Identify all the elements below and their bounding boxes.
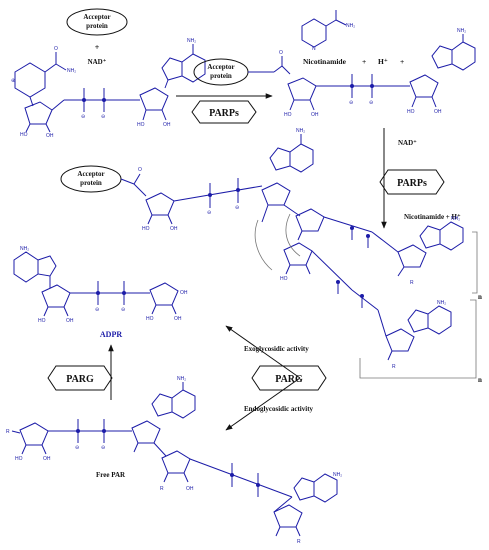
atom-o-minus: ⊖ [349,100,353,106]
acceptor-label-line2: protein [210,72,232,80]
atom-nh2: NH₂ [346,23,355,29]
atom-r: R [6,429,10,435]
acceptor-label-line1: Acceptor [83,13,110,21]
atom-o: O [54,46,58,52]
atom-oh: OH [163,122,171,128]
atom-r: R [392,364,396,370]
free-par-molecule: R HO OH ⊖ ⊖ NH₂ R OH NH₂ R [6,376,342,545]
exoglycosidic-label: Exoglycosidic activity [244,345,309,353]
atom-nh2: NH₂ [296,128,305,134]
atom-o-minus: ⊖ [369,100,373,106]
atom-nh2: NH₂ [187,38,196,44]
ribose-top-right: HO OH [407,74,442,115]
parps-reaction-2: NAD⁺ PARPs Nicotinamide + H⁺ [379,128,461,229]
atom-ho: HO [407,109,415,115]
nicotinamide-product: NH₂ N [301,10,355,52]
atom-ho: HO [142,226,150,232]
atom-ho: HO [137,122,145,128]
par-branch: HO NH₂ R [280,242,452,370]
atom-ho: HO [38,318,46,324]
nad-plus-label-2: NAD⁺ [398,139,417,147]
atom-oh: OH [66,318,74,324]
parps-reaction-1: Acceptor protein PARPs [176,58,273,124]
diphosphate-nad: ⊖ ⊖ [64,88,140,120]
ribose-nad-left: HO OH [20,99,65,139]
free-par-label: Free PAR [96,471,126,479]
plus-sign-2: + [362,57,366,66]
atom-n: N [312,46,316,52]
atom-nh2: NH₂ [20,246,29,252]
nicotinamide-h-label: Nicotinamide + H⁺ [404,213,461,221]
atom-oh: OH [434,109,442,115]
n-brackets: n n [254,213,482,384]
acceptor-protein-middle: Acceptor protein O [60,165,147,197]
endoglycosidic-label: Endoglycosidic activity [244,405,314,413]
nad-label: NAD⁺ [88,58,107,66]
atom-ho: HO [284,112,292,118]
parps-label-2: PARPs [397,178,427,189]
atom-ho: HO [15,456,23,462]
diphosphate-top: ⊖ ⊖ [330,74,410,106]
parg-label-left: PARG [66,374,94,385]
atom-r: R [297,539,301,545]
atom-ho: HO [20,132,28,138]
acceptor-label-line2: protein [86,22,108,30]
ribose-adpr-top: HO OH [284,77,330,118]
atom-oh: OH [174,316,182,322]
atom-o: O [279,50,283,56]
atom-oh: OH [170,226,178,232]
subscript-n-1: n [478,293,482,301]
plus-sign-1: + [95,43,100,52]
atom-oh: OH [311,112,319,118]
atom-oh: OH [186,486,194,492]
parg-reaction-center: PARG Exoglycosidic activity Endoglycosid… [225,325,327,431]
adpr-molecule: NH₂ HO OH ⊖ ⊖ HO OH OH [13,246,188,324]
atom-o-minus: ⊖ [207,210,211,216]
nicotinamide-ring-nad: O NH₂ ⊕ [11,46,76,107]
ribose-nad-right: HO OH [137,87,171,128]
atom-ho: HO [146,316,154,322]
atom-o-minus: ⊖ [75,445,79,451]
parg-reaction-left: PARG [47,344,114,400]
subscript-n-2: n [478,376,482,384]
atom-o-minus: ⊖ [235,205,239,211]
atom-o-minus: ⊖ [121,307,125,313]
plus-sign-3: + [400,57,404,66]
h-plus-label: H⁺ [378,57,388,66]
atom-r: R [410,280,414,286]
adenine-top-right: NH₂ [431,28,476,71]
atom-o-minus: ⊖ [81,114,85,120]
atom-nh2: NH₂ [437,300,446,306]
atom-r: R [160,486,164,492]
atom-nh2: NH₂ [457,28,466,34]
parg-label-center: PARG [275,374,303,385]
atom-o: O [138,167,142,173]
atom-n-plus: ⊕ [11,78,15,84]
atom-o-minus: ⊖ [101,114,105,120]
acceptor-protein-top-right: O [248,50,291,75]
par-chain-middle: HO OH ⊖ ⊖ NH₂ NH₂ R [142,128,464,286]
atom-nh2: NH₂ [451,216,460,222]
atom-nh2: NH₂ [333,472,342,478]
parps-label-1: PARPs [209,108,239,119]
adenine-nad: NH₂ [161,38,206,89]
acceptor-label-line2: protein [80,179,102,187]
atom-o-minus: ⊖ [101,445,105,451]
atom-oh: OH [43,456,51,462]
acceptor-label-line1: Acceptor [207,63,234,71]
acceptor-label-line1: Acceptor [77,170,104,178]
atom-nh2: NH₂ [177,376,186,382]
atom-o-minus: ⊖ [95,307,99,313]
nicotinamide-label: Nicotinamide [303,57,347,66]
atom-ho: HO [280,276,288,282]
atom-oh: OH [46,133,54,139]
atom-oh: OH [180,290,188,296]
atom-nh2: NH₂ [67,68,76,74]
adpr-label: ADPR [100,330,122,339]
acceptor-protein-top-left: Acceptor protein [66,8,128,36]
